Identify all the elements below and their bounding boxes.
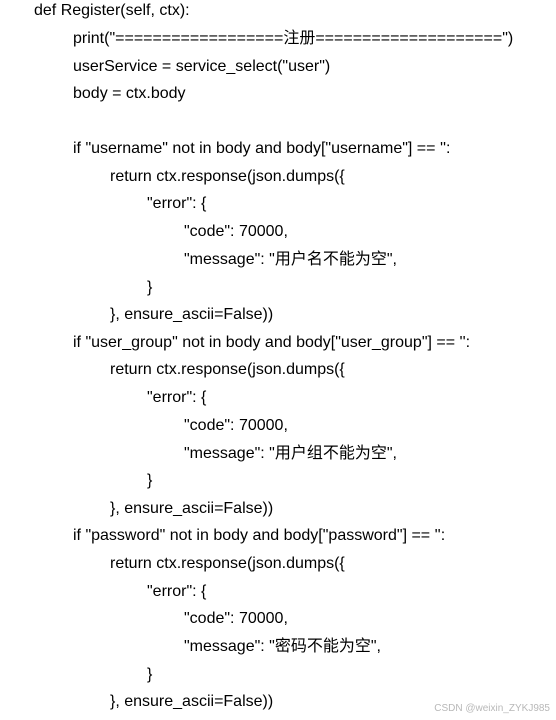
- code-line-21: return ctx.response(json.dumps({: [110, 555, 345, 572]
- code-line-8: "error": {: [147, 195, 207, 212]
- code-line-16: "code": 70000,: [184, 417, 288, 434]
- csdn-watermark: CSDN @weixin_ZYKJ985: [434, 703, 550, 714]
- code-line-12: }, ensure_ascii=False)): [110, 306, 274, 323]
- code-line-20: if "password" not in body and body["pass…: [73, 527, 446, 544]
- code-line-17: "message": "用户组不能为空",: [184, 445, 397, 462]
- code-line-13: if "user_group" not in body and body["us…: [73, 334, 471, 351]
- code-line-25: }: [147, 666, 153, 683]
- code-line-15: "error": {: [147, 389, 207, 406]
- code-line-18: }: [147, 472, 153, 489]
- code-line-14: return ctx.response(json.dumps({: [110, 361, 345, 378]
- code-line-19: }, ensure_ascii=False)): [110, 500, 274, 517]
- code-line-22: "error": {: [147, 583, 207, 600]
- code-line-24: "message": "密码不能为空",: [184, 638, 381, 655]
- code-line-23: "code": 70000,: [184, 610, 288, 627]
- code-line-7: return ctx.response(json.dumps({: [110, 168, 345, 185]
- code-line-4: body = ctx.body: [73, 85, 186, 102]
- code-line-9: "code": 70000,: [184, 223, 288, 240]
- code-line-3: userService = service_select("user"): [73, 58, 331, 75]
- code-line-6: if "username" not in body and body["user…: [73, 140, 451, 157]
- code-line-10: "message": "用户名不能为空",: [184, 251, 397, 268]
- code-line-2: print("==================注册=============…: [73, 30, 514, 47]
- code-line-1: def Register(self, ctx):: [34, 2, 190, 19]
- code-line-11: }: [147, 279, 153, 296]
- code-line-26: }, ensure_ascii=False)): [110, 693, 274, 710]
